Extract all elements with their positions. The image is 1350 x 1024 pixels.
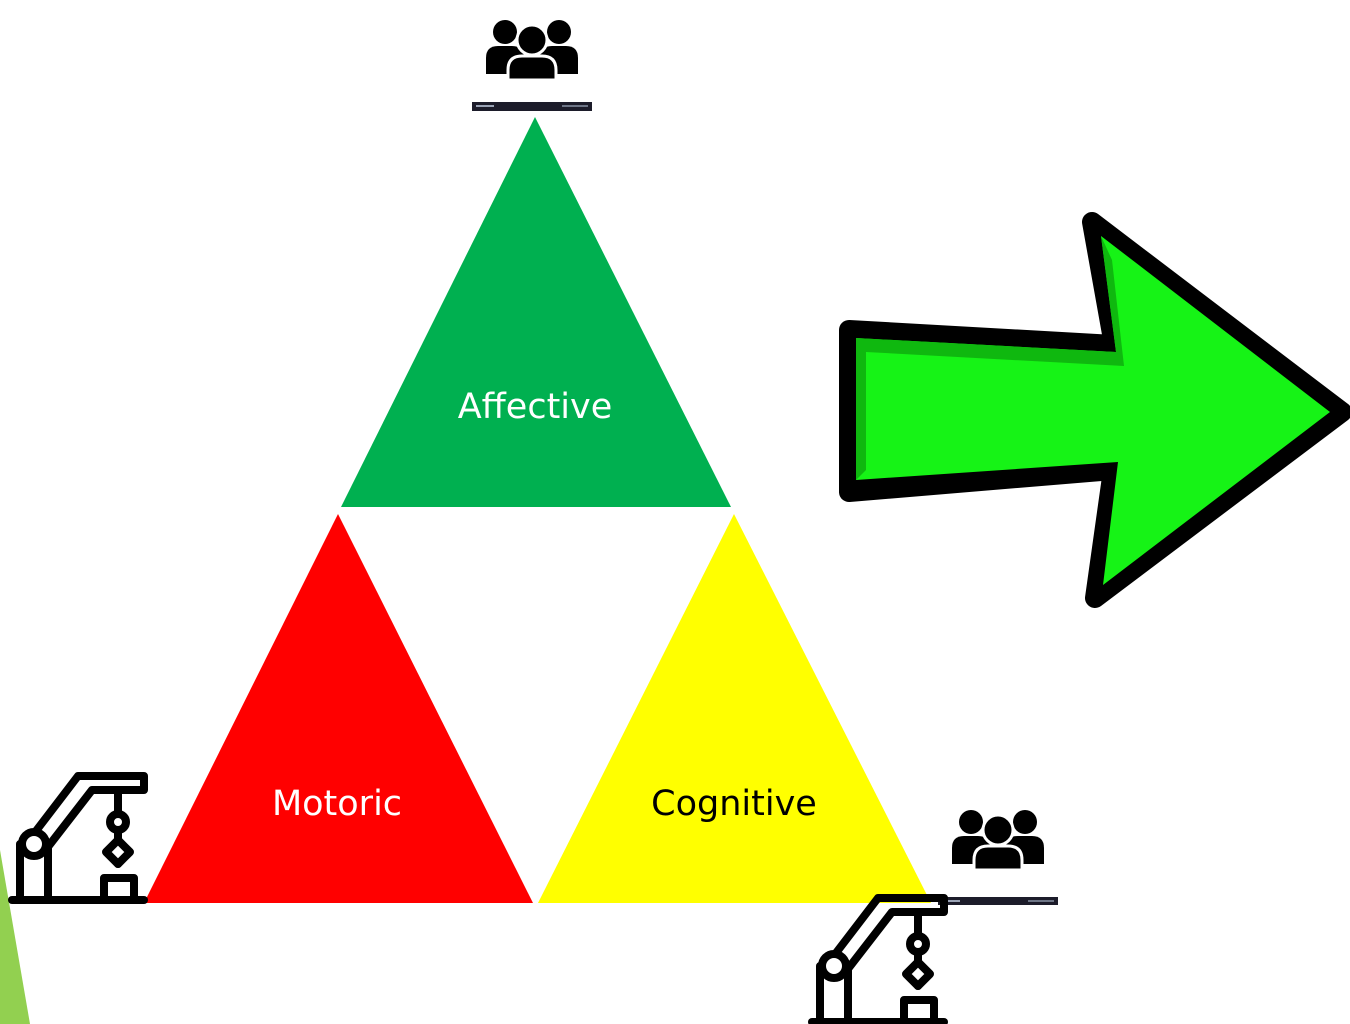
cognitive-triangle: [538, 514, 931, 903]
people-group-icon: [950, 808, 1046, 872]
affective-triangle: [341, 117, 731, 507]
cognitive-label: Cognitive: [651, 784, 817, 824]
side-accent-shape: [0, 850, 30, 1024]
banner-strip: [938, 897, 1058, 905]
right-arrow-icon: [839, 212, 1350, 608]
robotic-arm-icon: [812, 898, 944, 1022]
robotic-arm-icon: [12, 776, 144, 900]
affective-label: Affective: [458, 387, 613, 427]
banner-strip: [472, 102, 592, 111]
motoric-label: Motoric: [272, 784, 402, 824]
people-group-icon: [484, 18, 580, 82]
motoric-triangle: [144, 514, 533, 903]
